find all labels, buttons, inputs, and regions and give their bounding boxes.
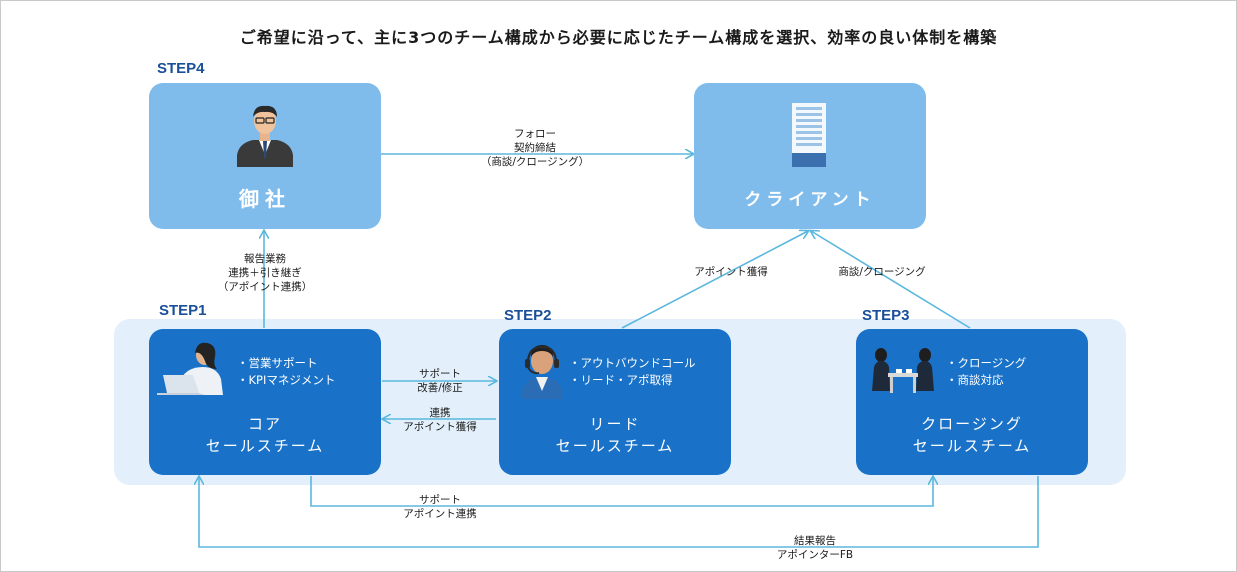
edge-label-company-to-client: フォロー 契約締結 （商談/クロージング） [460,127,610,169]
client-node: クライアント [694,83,926,229]
core-bullet-1: ・営業サポート [237,356,318,370]
client-label: クライアント [744,190,876,210]
company-node: 御社 [149,83,381,229]
meeting-icon [872,348,934,393]
closing-bullet-2: ・商談対応 [946,373,1004,387]
edge-label-closing-to-core: 結果報告 アポインターFB [755,534,875,562]
edge-label-lead-to-core: 連携 アポイント獲得 [385,406,495,434]
core-team-node: ・営業サポート ・KPIマネジメント コア セールスチーム [149,329,381,475]
closing-bullets: ・クロージング ・商談対応 [946,355,1026,389]
lead-name-line2: セールスチーム [555,437,675,455]
edge-text: サポート [419,494,461,506]
lead-team-name: リード セールスチーム [499,413,731,457]
lead-name-line1: リード [589,415,641,433]
closing-team-name: クロージング セールスチーム [856,413,1088,457]
edge-text: 連携＋引き継ぎ [228,267,302,279]
core-bullets: ・営業サポート ・KPIマネジメント [237,355,335,389]
building-icon [792,103,826,167]
edge-text: 結果報告 [794,535,836,547]
edge-label-core-to-closing: サポート アポイント連携 [385,493,495,521]
diagram-title: ご希望に沿って、主に3つのチーム構成から必要に応じたチーム構成を選択、効率の良い… [239,28,998,47]
edge-text: 連携 [429,407,451,419]
lead-bullet-1: ・アウトバウンドコール [569,356,696,370]
edge-text: （商談/クロージング） [480,156,590,168]
businessman-icon [237,105,293,167]
edge-text: 契約締結 [514,142,556,154]
core-name-line2: セールスチーム [205,437,325,455]
headset-operator-icon [521,345,563,399]
edge-label-closing-to-client: 商談/クロージング [822,265,942,279]
step1-label: STEP1 [159,302,207,319]
edge-text: 改善/修正 [417,382,463,394]
closing-name-line1: クロージング [921,415,1023,433]
arrow-core-to-closing [310,476,933,507]
closing-team-node: ・クロージング ・商談対応 クロージング セールスチーム [856,329,1088,475]
edge-label-lead-to-client: アポイント獲得 [676,265,786,279]
arrow-closing-to-core [199,476,1039,548]
lead-bullet-2: ・リード・アポ取得 [569,373,673,387]
edge-text: アポイント獲得 [694,266,768,278]
edge-text: アポイント連携 [403,508,477,520]
edge-text: サポート [419,368,461,380]
lead-team-node: ・アウトバウンドコール ・リード・アポ取得 リード セールスチーム [499,329,731,475]
company-label: 御社 [239,187,291,211]
edge-text: フォロー [514,128,556,140]
core-name-line1: コア [247,415,282,433]
core-bullet-2: ・KPIマネジメント [237,373,336,387]
closing-name-line2: セールスチーム [912,437,1032,455]
step4-label: STEP4 [157,60,205,77]
edge-text: （アポイント連携） [217,281,313,293]
edge-text: 商談/クロージング [838,266,926,278]
arrow-lead-to-client [621,231,808,329]
core-team-name: コア セールスチーム [149,413,381,457]
edge-label-core-to-company: 報告業務 連携＋引き継ぎ （アポイント連携） [195,252,335,294]
edge-text: アポインターFB [776,549,854,561]
woman-laptop-icon [157,342,223,395]
edge-text: 報告業務 [244,253,286,265]
step2-label: STEP2 [504,307,552,324]
lead-bullets: ・アウトバウンドコール ・リード・アポ取得 [569,355,696,389]
arrow-closing-to-client [811,231,971,329]
step3-label: STEP3 [862,307,910,324]
closing-bullet-1: ・クロージング [946,356,1027,370]
edge-label-core-to-lead: サポート 改善/修正 [390,367,490,395]
edge-text: アポイント獲得 [403,421,477,433]
